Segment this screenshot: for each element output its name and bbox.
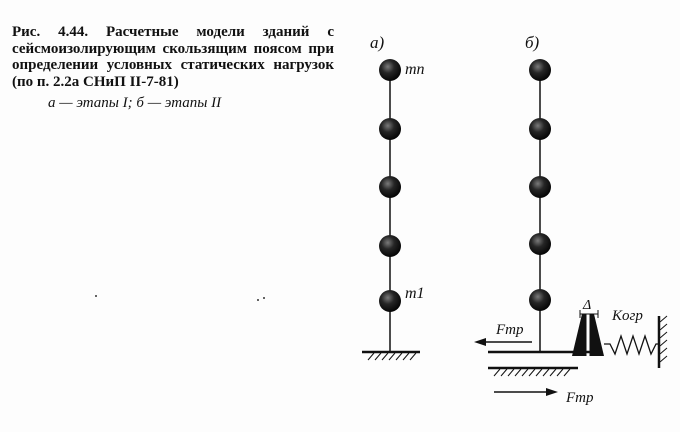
- scan-speck: [263, 297, 265, 299]
- friction-force-bottom-label: Fтр: [565, 390, 594, 406]
- mass-a-1: [379, 290, 401, 312]
- caption-title: Рис. 4.44. Расчетные модели зданий с сей…: [12, 24, 334, 90]
- mass-a-4: [379, 118, 401, 140]
- right-wall: [657, 315, 668, 368]
- ground-a: [362, 350, 420, 361]
- mass-top-label: mп: [405, 61, 425, 78]
- mass-a-2: [379, 235, 401, 257]
- mass-b-1: [529, 289, 551, 311]
- limiter-spring: [604, 333, 659, 357]
- caption-legend: а — этапы I; б — этапы II: [48, 95, 222, 111]
- friction-arrow-top: [474, 338, 532, 346]
- delta-label: Δ: [582, 298, 591, 313]
- mass-bottom-label: m1: [405, 285, 425, 302]
- stop-limiter: [572, 314, 604, 356]
- mass-b-5: [529, 59, 551, 81]
- masses-b: [529, 59, 551, 311]
- panel-b-label: б): [525, 33, 540, 52]
- scan-speck: [257, 299, 259, 301]
- delta-dimension: [579, 310, 599, 318]
- masses-a: [379, 59, 401, 312]
- spring-label: Kогр: [611, 308, 643, 324]
- mass-a-5: [379, 59, 401, 81]
- friction-arrow-bottom: [494, 388, 558, 396]
- friction-force-label: Fтр: [495, 322, 524, 338]
- scan-speck: [95, 295, 97, 297]
- panel-a-label: а): [370, 33, 385, 52]
- mass-b-2: [529, 233, 551, 255]
- mass-a-3: [379, 176, 401, 198]
- figure-caption: Рис. 4.44. Расчетные модели зданий с сей…: [12, 24, 334, 112]
- ground-b: [488, 366, 578, 377]
- mass-b-3: [529, 176, 551, 198]
- mass-b-4: [529, 118, 551, 140]
